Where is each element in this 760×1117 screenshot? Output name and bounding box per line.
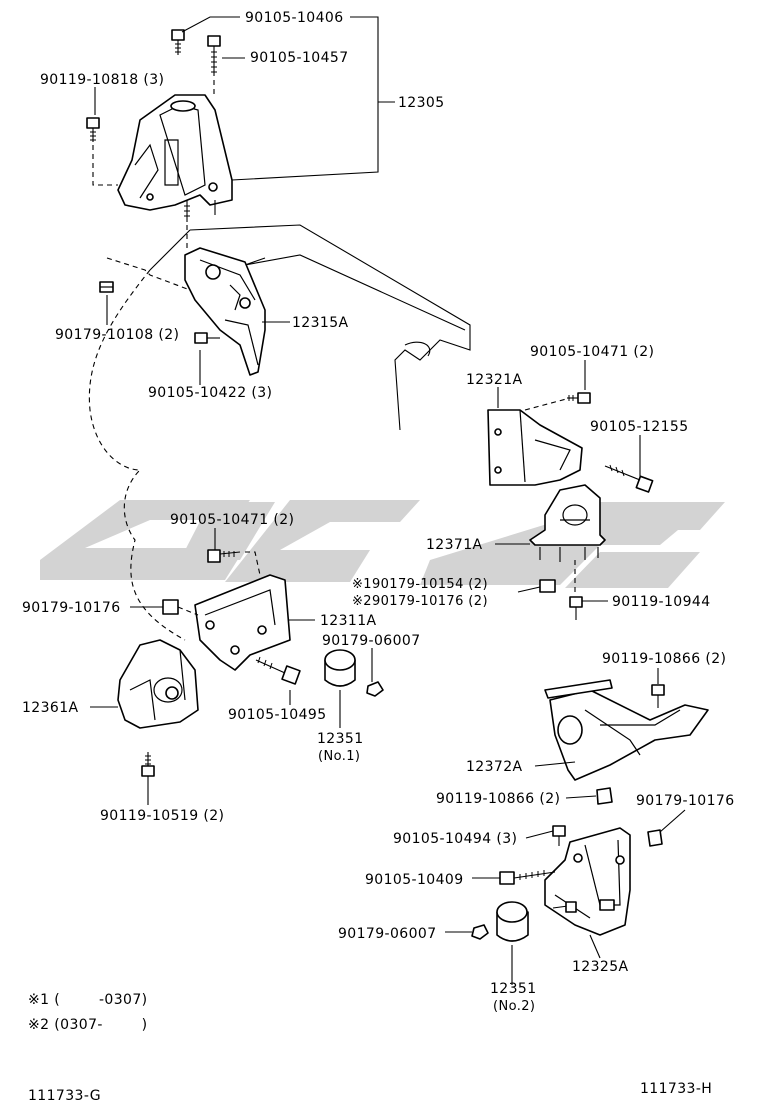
note-2: ※2 (0307- ) (28, 1017, 148, 1033)
flange-nut-icon (99, 281, 114, 293)
label-no1: (No.1) (318, 749, 360, 764)
leader-lines (90, 16, 686, 985)
label-12315A: 12315A (292, 315, 349, 331)
label-90119-10818: 90119-10818 (3) (40, 72, 164, 88)
dashed-leader (177, 606, 199, 616)
label-90105-10457: 90105-10457 (250, 50, 349, 66)
nut-icon (471, 924, 489, 940)
notes-block: ※1 ( -0307) ※2 (0307- ) (28, 992, 148, 1033)
label-90105-10471-right: 90105-10471 (2) (530, 344, 654, 360)
bolt-icon (141, 752, 155, 777)
flange-nut-icon (162, 599, 179, 615)
label-12351-no1: 12351 (317, 731, 364, 747)
bolt-icon (171, 29, 185, 55)
bolt-icon (567, 392, 591, 404)
label-90105-10494: 90105-10494 (3) (393, 831, 517, 847)
part-12371A-mount (529, 484, 606, 562)
label-90119-10866-top: 90119-10866 (2) (602, 651, 726, 667)
part-12325A-bracket (544, 827, 631, 936)
flange-nut-icon (596, 787, 613, 805)
part-12305-mount (117, 94, 233, 222)
part-12311A-bracket (194, 574, 291, 671)
dashed-leader (524, 397, 571, 411)
label-12325A: 12325A (572, 959, 629, 975)
label-90119-10944: 90119-10944 (612, 594, 711, 610)
label-12351-no2: 12351 (490, 981, 537, 997)
footer-code-left: 111733-G (28, 1088, 101, 1104)
part-12321A-bracket (487, 409, 583, 486)
flange-nut-icon (647, 829, 663, 847)
label-290179-10176: ※290179-10176 (2) (352, 594, 488, 609)
label-90119-10866-bottom: 90119-10866 (2) (436, 791, 560, 807)
label-90105-10471-left: 90105-10471 (2) (170, 512, 294, 528)
label-90179-06007-center: 90179-06007 (322, 633, 421, 649)
label-12321A: 12321A (466, 372, 523, 388)
label-90179-10176-left: 90179-10176 (22, 600, 121, 616)
flange-nut-icon (539, 579, 556, 593)
label-90105-10409: 90105-10409 (365, 872, 464, 888)
label-12371A: 12371A (426, 537, 483, 553)
bolt-icon (86, 117, 100, 142)
label-12361A: 12361A (22, 700, 79, 716)
bolt-icon (604, 464, 654, 493)
bolt-icon (207, 35, 221, 76)
part-12372A-bracket (544, 679, 709, 781)
part-12351-no1-bushing (324, 649, 356, 687)
label-90105-10406: 90105-10406 (245, 10, 344, 26)
dashed-leader (106, 257, 191, 291)
label-90105-10495: 90105-10495 (228, 707, 327, 723)
nut-icon (366, 681, 384, 697)
label-90179-10176-right: 90179-10176 (636, 793, 735, 809)
bolt-icon (255, 656, 301, 685)
footer-code-right: 111733-H (640, 1081, 712, 1097)
engine-outline (88, 224, 471, 641)
bolt-icon (207, 549, 241, 563)
label-90179-10108: 90179-10108 (2) (55, 327, 179, 343)
label-90105-12155: 90105-12155 (590, 419, 689, 435)
label-no2: (No.2) (493, 999, 535, 1014)
bolt-icon (194, 332, 220, 344)
label-190179-10154: ※190179-10154 (2) (352, 577, 488, 592)
label-12372A: 12372A (466, 759, 523, 775)
part-12351-no2-bushing (496, 901, 529, 942)
dashed-leader (245, 551, 261, 576)
bolt-icon (569, 596, 583, 620)
bolt-icon (552, 825, 566, 846)
watermark-logo (40, 500, 725, 588)
note-1: ※1 ( -0307) (28, 992, 148, 1008)
label-12305: 12305 (398, 95, 445, 111)
bolt-icon (552, 901, 577, 913)
label-90179-06007-bottom: 90179-06007 (338, 926, 437, 942)
label-90119-10519: 90119-10519 (2) (100, 808, 224, 824)
dashed-leader (92, 145, 118, 186)
part-12361A-mount (117, 639, 199, 729)
bolt-icon (651, 684, 665, 708)
part-12315A-bracket (184, 247, 266, 376)
label-90105-10422: 90105-10422 (3) (148, 385, 272, 401)
callout-labels: 90105-10406 90105-10457 90119-10818 (3) … (22, 10, 735, 1014)
label-12311A: 12311A (320, 613, 377, 629)
